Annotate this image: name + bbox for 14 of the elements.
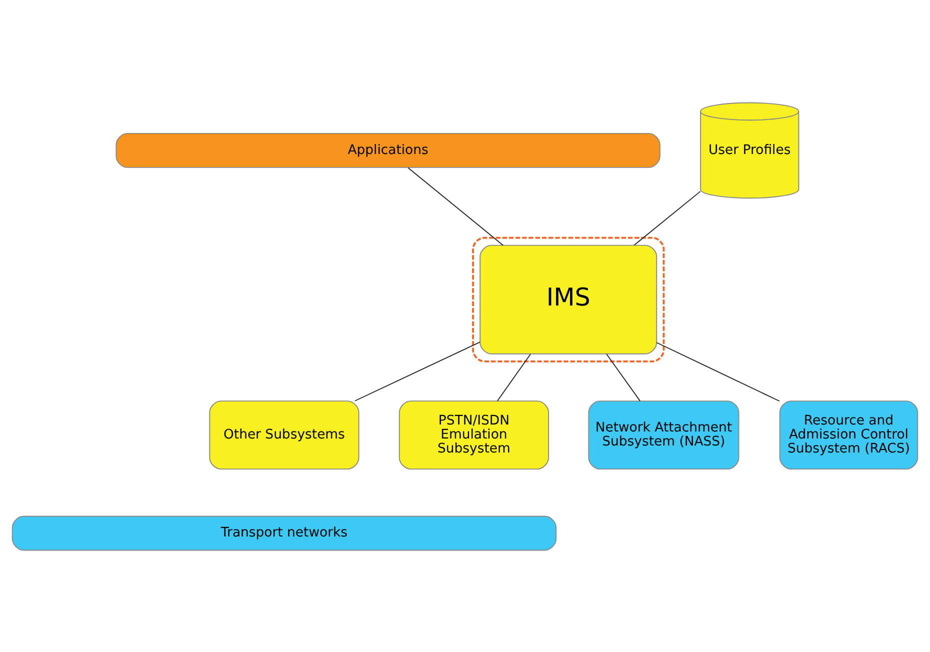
node-box: Network Attachment Subsystem (NASS): [588, 400, 740, 470]
connector: [656, 342, 780, 402]
connector: [354, 341, 480, 401]
node-box: Resource and Admission Control Subsystem (RACS): [779, 400, 918, 470]
connector: [496, 353, 531, 401]
node-box: Applications: [116, 132, 660, 168]
connector: [634, 190, 701, 246]
connector: [606, 353, 640, 401]
node-box: IMS: [480, 244, 658, 354]
node-box: Other Subsystems: [209, 400, 360, 470]
cluster: [472, 236, 665, 362]
node-box: Transport networks: [12, 515, 557, 550]
node-box: PSTN/ISDN Emulation Subsystem: [398, 400, 550, 470]
connector: [408, 166, 504, 246]
